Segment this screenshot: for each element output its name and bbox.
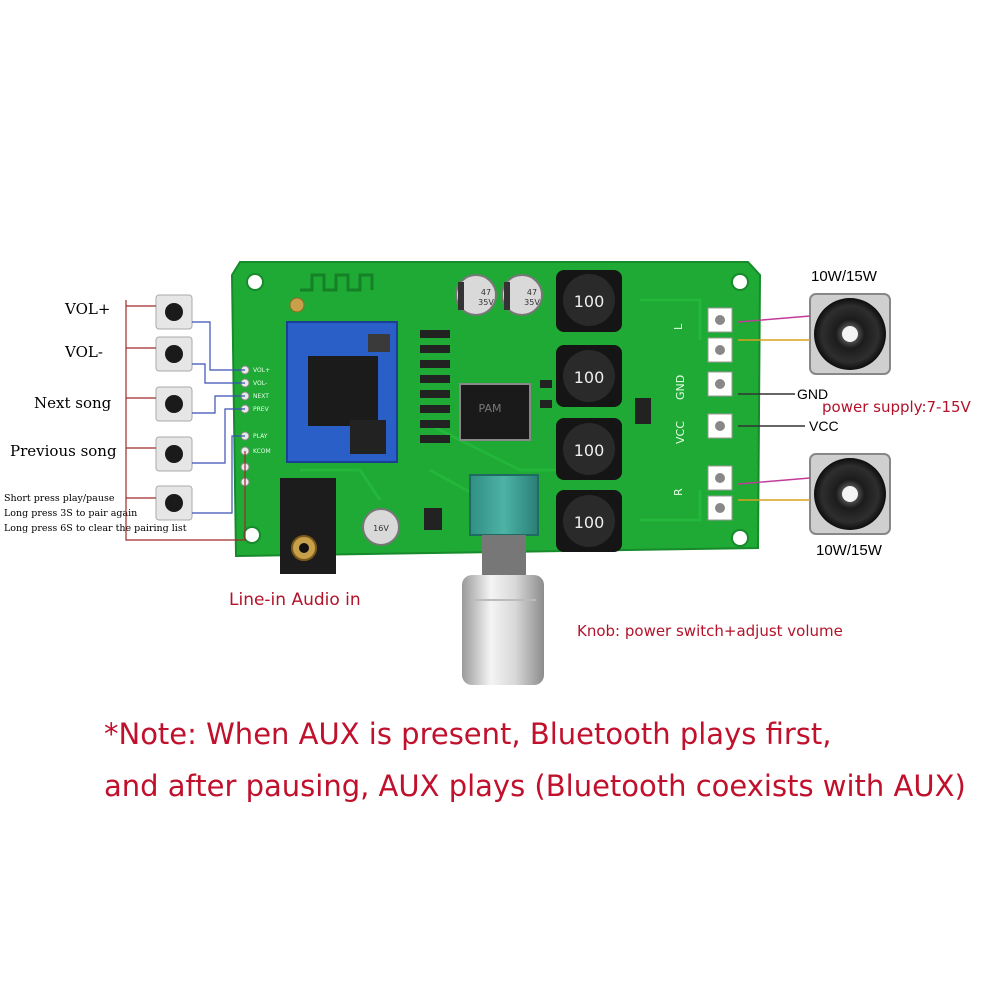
pin-play: PLAY xyxy=(253,433,268,440)
next-song-switch xyxy=(155,386,193,422)
volume-knob xyxy=(462,474,544,685)
speaker-bottom xyxy=(809,453,891,535)
next-song-label: Next song xyxy=(34,394,112,412)
note-line-1: *Note: When AUX is present, Bluetooth pl… xyxy=(104,717,832,751)
cap-marking-1: 47 xyxy=(481,288,491,297)
button-wires-red xyxy=(125,300,246,541)
vcc-label: VCC xyxy=(809,418,839,434)
speaker-top xyxy=(809,293,891,375)
cap-rating-2: 35V xyxy=(524,298,540,307)
cap-small-rating: 16V xyxy=(373,524,389,533)
audio-jack xyxy=(280,478,336,574)
pcb-antenna xyxy=(300,273,374,292)
push-buttons xyxy=(155,294,193,521)
capacitor-small: 16V xyxy=(362,508,400,546)
vol-plus-label: VOL+ xyxy=(65,300,111,318)
terminal-gnd: GND xyxy=(674,375,687,400)
smd-parts xyxy=(420,330,651,530)
cap-marking-2: 47 xyxy=(527,288,537,297)
capacitor-47uf-1: 47 35V xyxy=(455,274,497,316)
vol-plus-switch xyxy=(155,294,193,330)
speaker-top-rating: 10W/15W xyxy=(811,268,877,285)
inductor-marking-4: 100 xyxy=(574,513,605,532)
speaker-bottom-rating: 10W/15W xyxy=(816,542,882,559)
play-pause-switch xyxy=(155,485,193,521)
inductor-3: 100 xyxy=(556,418,622,480)
inductor-marking-3: 100 xyxy=(574,441,605,460)
output-terminals xyxy=(707,307,733,521)
terminal-l: L xyxy=(672,323,685,330)
inductor-2: 100 xyxy=(556,345,622,407)
pin-next: NEXT xyxy=(253,393,269,400)
chip-brand: PAM xyxy=(479,402,502,415)
inductor-marking-2: 100 xyxy=(574,368,605,387)
bluetooth-module xyxy=(286,297,398,463)
pin-prev: PREV xyxy=(253,406,270,413)
long-press-3s-note: Long press 3S to pair again xyxy=(4,508,138,519)
inductor-4: 100 xyxy=(556,490,622,552)
line-in-caption: Line-in Audio in xyxy=(229,590,361,610)
short-press-note: Short press play/pause xyxy=(4,493,115,504)
cap-rating-1: 35V xyxy=(478,298,494,307)
note-line-2: and after pausing, AUX plays (Bluetooth … xyxy=(104,769,966,803)
vol-minus-switch xyxy=(155,336,193,372)
vol-minus-label: VOL- xyxy=(65,343,103,361)
amplifier-chip: PAM xyxy=(459,383,531,441)
terminal-vcc: VCC xyxy=(674,421,687,444)
knob-caption: Knob: power switch+adjust volume xyxy=(577,622,843,640)
previous-song-label: Previous song xyxy=(10,442,117,460)
speaker-wires xyxy=(737,315,811,501)
terminal-r: R xyxy=(672,488,685,496)
pin-kcom: KCOM xyxy=(253,448,271,455)
header-pin-labels: VOL+ VOL- NEXT PREV PLAY KCOM xyxy=(253,367,271,455)
button-wires-blue xyxy=(192,321,245,514)
capacitor-47uf-2: 47 35V xyxy=(501,274,543,316)
gnd-label: GND xyxy=(797,386,829,402)
pin-vol-plus: VOL+ xyxy=(253,367,270,374)
previous-song-switch xyxy=(155,436,193,472)
play-button-notes: Short press play/pause Long press 3S to … xyxy=(4,491,187,536)
pin-vol-minus: VOL- xyxy=(253,380,267,387)
inductor-marking-1: 100 xyxy=(574,292,605,311)
long-press-6s-note: Long press 6S to clear the pairing list xyxy=(4,523,187,534)
inductor-1: 100 xyxy=(556,270,622,332)
power-supply-label: power supply:7-15V xyxy=(822,398,971,416)
terminal-labels: L GND VCC R xyxy=(672,323,687,496)
